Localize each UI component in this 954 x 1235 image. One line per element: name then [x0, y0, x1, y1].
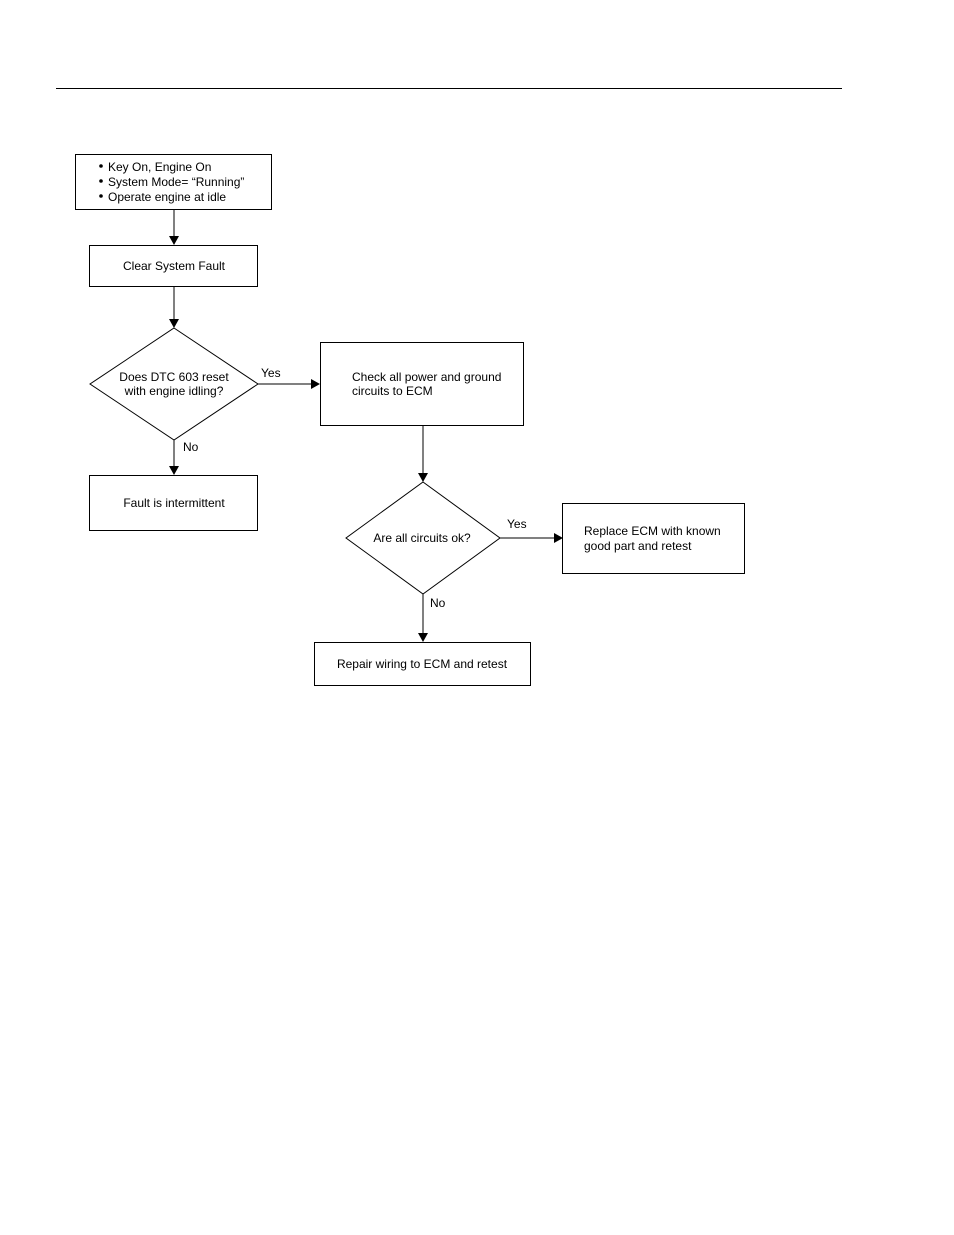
- check-circuits-line1: Check all power and ground: [352, 370, 501, 384]
- fault-intermittent-label: Fault is intermittent: [123, 496, 225, 510]
- bullet-icon: [99, 179, 103, 183]
- arrowhead-icon: [418, 633, 428, 642]
- decision-dtc-line2: with engine idling?: [124, 384, 224, 398]
- arrowhead-icon: [418, 473, 428, 482]
- bullet-icon: [99, 194, 103, 198]
- repair-wiring-label: Repair wiring to ECM and retest: [337, 657, 508, 671]
- arrowhead-icon: [169, 236, 179, 245]
- reset-yes-label: Yes: [261, 366, 281, 380]
- replace-ecm-line2: good part and retest: [584, 539, 692, 553]
- decision-circuits-ok: Are all circuits ok?: [346, 482, 500, 594]
- decision-circuits-label: Are all circuits ok?: [373, 531, 471, 545]
- check-circuits-box: Check all power and ground circuits to E…: [321, 343, 524, 426]
- circuits-yes-label: Yes: [507, 517, 527, 531]
- replace-ecm-box: Replace ECM with known good part and ret…: [563, 504, 745, 574]
- arrowhead-icon: [169, 319, 179, 328]
- clear-fault-label: Clear System Fault: [123, 259, 226, 273]
- circuits-no-label: No: [430, 596, 446, 610]
- fault-intermittent-box: Fault is intermittent: [90, 476, 258, 531]
- arrowhead-icon: [169, 466, 179, 475]
- bullet-icon: [99, 164, 103, 168]
- start-bullet-2: System Mode= “Running”: [108, 175, 244, 189]
- replace-ecm-line1: Replace ECM with known: [584, 524, 721, 538]
- start-box: Key On, Engine On System Mode= “Running”…: [76, 155, 272, 210]
- check-circuits-line2: circuits to ECM: [352, 384, 433, 398]
- arrowhead-icon: [311, 379, 320, 389]
- arrowhead-icon: [554, 533, 563, 543]
- clear-fault-box: Clear System Fault: [90, 246, 258, 287]
- start-bullet-1: Key On, Engine On: [108, 160, 211, 174]
- repair-wiring-box: Repair wiring to ECM and retest: [315, 643, 531, 686]
- decision-dtc-reset: Does DTC 603 reset with engine idling?: [90, 328, 258, 440]
- start-bullet-3: Operate engine at idle: [108, 190, 226, 204]
- reset-no-label: No: [183, 440, 199, 454]
- decision-dtc-line1: Does DTC 603 reset: [119, 370, 229, 384]
